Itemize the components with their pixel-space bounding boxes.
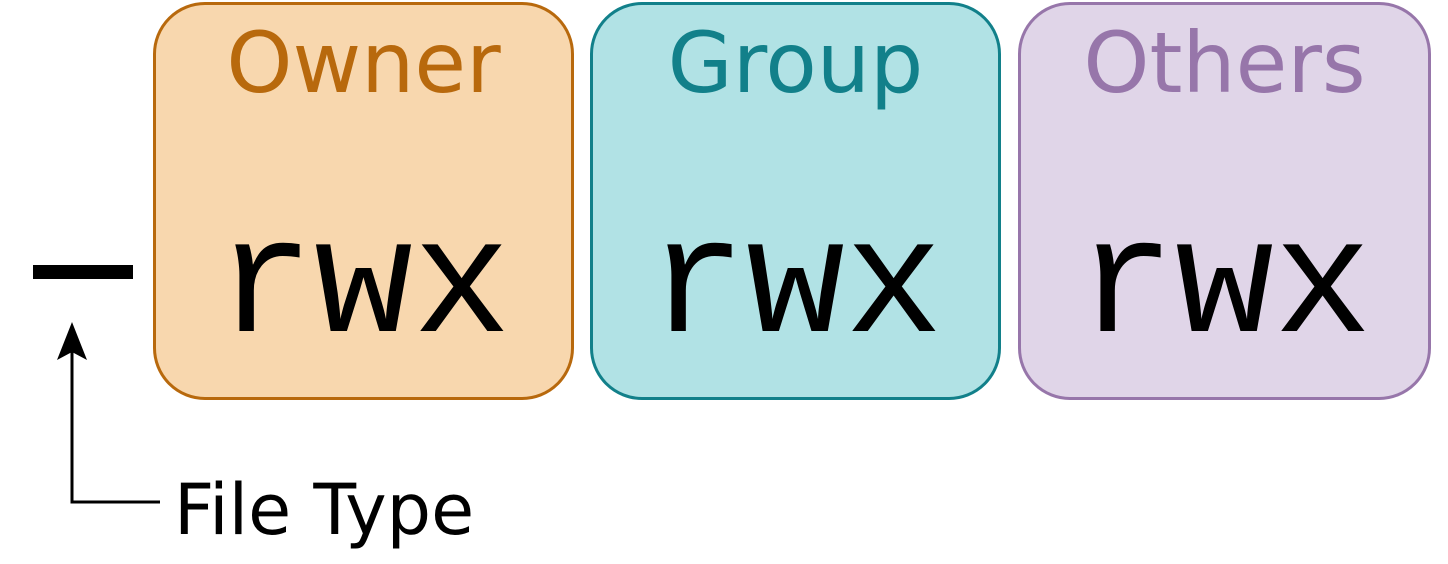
file-type-label: File Type (174, 469, 475, 551)
others-permission-box: Others rwx (1018, 2, 1431, 400)
group-permission-box: Group rwx (590, 2, 1001, 400)
file-type-symbol (33, 265, 133, 279)
group-permissions: rwx (647, 195, 944, 381)
group-title: Group (667, 14, 924, 112)
others-permissions: rwx (1076, 195, 1373, 381)
owner-permission-box: Owner rwx (153, 2, 574, 400)
owner-title: Owner (226, 14, 501, 112)
others-title: Others (1083, 14, 1366, 112)
owner-permissions: rwx (215, 195, 512, 381)
